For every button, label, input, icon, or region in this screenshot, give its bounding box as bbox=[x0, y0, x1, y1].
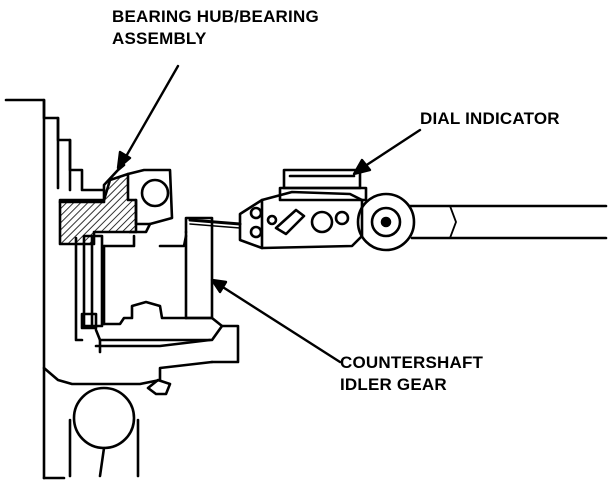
bearing-hub-assembly bbox=[58, 168, 174, 246]
dial-indicator-label-line1: DIAL INDICATOR bbox=[420, 109, 560, 128]
countershaft-label-line2: IDLER GEAR bbox=[340, 375, 447, 394]
countershaft-label: COUNTERSHAFT IDLER GEAR bbox=[340, 352, 483, 396]
bearing-hub-label: BEARING HUB/BEARING ASSEMBLY bbox=[112, 6, 319, 50]
countershaft-idler-gear bbox=[94, 216, 240, 364]
transmission-case bbox=[4, 98, 126, 480]
leader-lines bbox=[116, 64, 422, 364]
bearing-hub-label-line1: BEARING HUB/BEARING bbox=[112, 7, 319, 26]
countershaft-label-line1: COUNTERSHAFT bbox=[340, 353, 484, 372]
lower-bearing bbox=[42, 360, 214, 480]
dial-indicator bbox=[188, 168, 608, 252]
dial-indicator-label: DIAL INDICATOR bbox=[420, 108, 560, 130]
countershaft bbox=[74, 234, 136, 342]
bearing-hub-label-line2: ASSEMBLY bbox=[112, 29, 207, 48]
